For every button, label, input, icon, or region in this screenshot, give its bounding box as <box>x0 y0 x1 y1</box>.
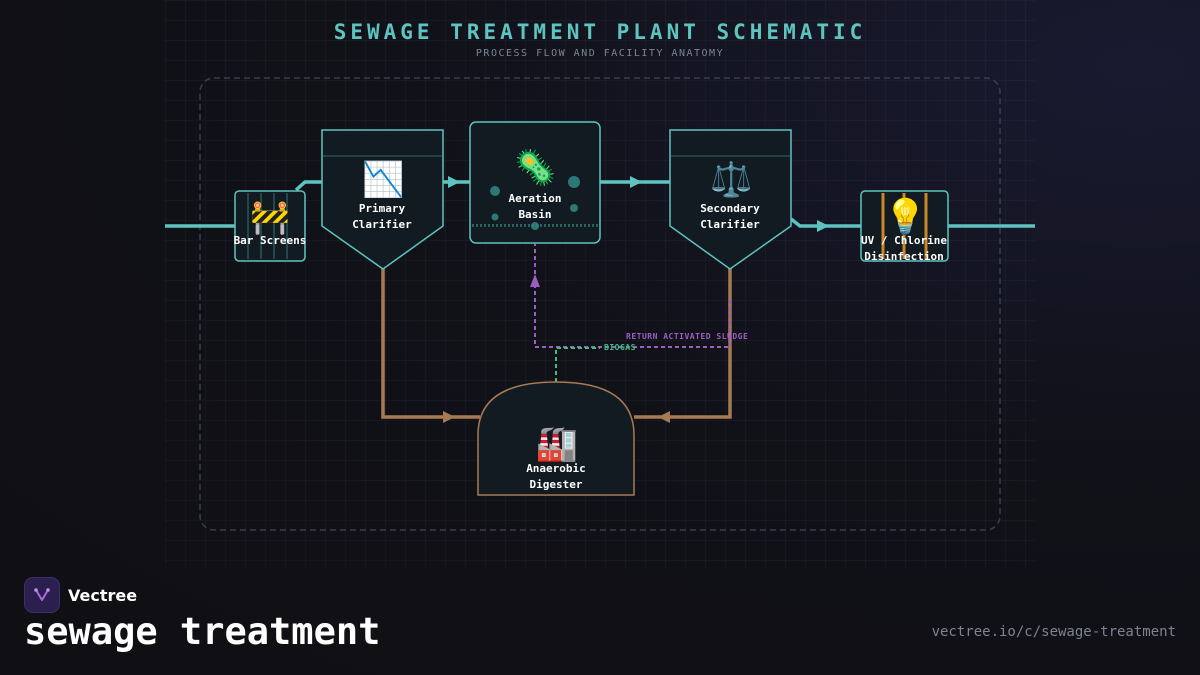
biogas-line <box>555 347 600 382</box>
flow-arrow <box>630 176 642 188</box>
primary-clarifier-unit <box>321 129 444 270</box>
anaerobic-digester-unit <box>477 381 635 496</box>
bar-screens-unit <box>234 190 306 262</box>
air-bubble <box>531 222 539 230</box>
brand-name: Vectree <box>68 585 138 605</box>
factory-icon: 🏭 <box>535 424 579 464</box>
aeration-basin-unit <box>469 121 601 244</box>
flow-arrow <box>448 176 460 188</box>
construction-barrier-icon: 🚧 <box>250 198 290 236</box>
microbe-icon: 🦠 <box>514 148 557 188</box>
vectree-logo-icon <box>24 577 60 613</box>
return-sludge-line <box>534 244 731 348</box>
facility-boundary <box>199 77 1001 531</box>
flow-arrow <box>817 220 829 232</box>
secondary-clarifier-unit <box>669 129 792 270</box>
sludge-arrow <box>658 411 670 423</box>
chart-decreasing-icon: 📉 <box>362 160 405 200</box>
primary-sludge-pipe <box>381 268 480 419</box>
disinfection-unit <box>860 190 949 262</box>
secondary-to-disinfection-pipe <box>789 217 861 228</box>
return-sludge-arrow <box>530 274 540 287</box>
light-bulb-icon: 💡 <box>884 197 927 237</box>
sludge-arrow <box>443 411 455 423</box>
water-flow-arrows <box>448 176 829 232</box>
return-sludge-label: RETURN ACTIVATED SLUDGE <box>626 332 749 341</box>
disinfection-label: UV / Chlorine Disinfection <box>860 234 948 263</box>
sludge-arrows <box>443 411 670 423</box>
biogas-label: BIOGAS <box>604 343 636 352</box>
air-bubble <box>570 204 578 212</box>
page-url-link[interactable]: vectree.io/c/sewage-treatment <box>931 624 1176 640</box>
aeration-basin-label: Aeration Basin <box>508 192 562 221</box>
primary-clarifier-label: Primary Clarifier <box>352 202 412 231</box>
brand[interactable]: Vectree <box>24 577 137 613</box>
secondary-clarifier-label: Secondary Clarifier <box>700 202 760 231</box>
page-subtitle: PROCESS FLOW AND FACILITY ANATOMY <box>475 48 725 59</box>
air-bubble <box>490 186 500 196</box>
balance-scale-icon: ⚖️ <box>710 160 753 200</box>
digester-label: Anaerobic Digester <box>526 462 586 491</box>
secondary-sludge-pipe <box>634 268 732 419</box>
screens-to-primary-pipe <box>294 180 322 192</box>
bar-screens-label: Bar Screens <box>233 234 307 247</box>
footer-title: sewage treatment <box>24 610 381 653</box>
air-bubble <box>568 176 580 188</box>
page-title: SEWAGE TREATMENT PLANT SCHEMATIC <box>333 20 867 44</box>
air-bubble <box>491 213 499 221</box>
